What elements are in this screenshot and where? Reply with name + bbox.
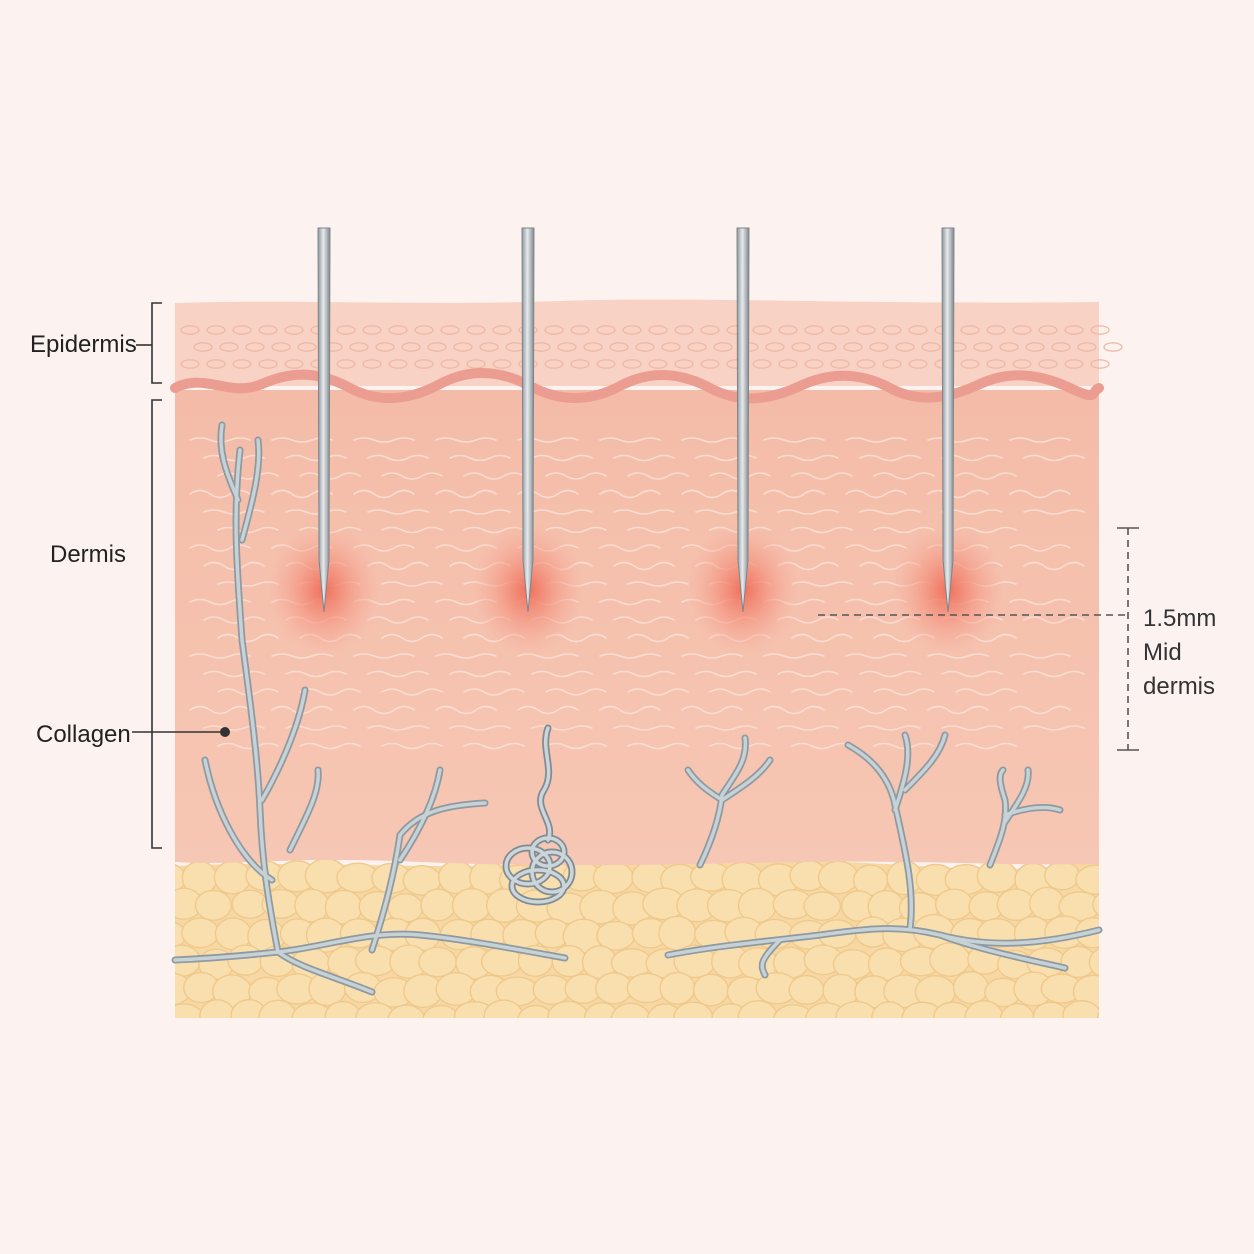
collagen-pointer [132,727,230,737]
needle-3 [736,227,750,613]
needle-1 [317,227,331,613]
blood-vessels [171,421,1103,996]
depth-bracket [818,527,1139,751]
depth-layer-name: dermis [1143,673,1216,700]
sweat-gland [502,724,576,906]
dermis-label: Dermis [50,541,126,568]
needle-4 [941,227,955,613]
dermis-bracket [151,399,162,849]
depth-layer-word: Mid [1143,639,1182,666]
basal-layer [170,368,1104,404]
epidermis-bracket [136,302,162,384]
epidermis-label: Epidermis [30,331,137,358]
needle-2 [521,227,535,613]
depth-label: 1.5mm Mid dermis [1143,602,1216,704]
subcutaneous-fat-layer [175,858,1099,1018]
depth-value: 1.5mm [1143,605,1217,632]
collagen-label: Collagen [36,721,131,748]
